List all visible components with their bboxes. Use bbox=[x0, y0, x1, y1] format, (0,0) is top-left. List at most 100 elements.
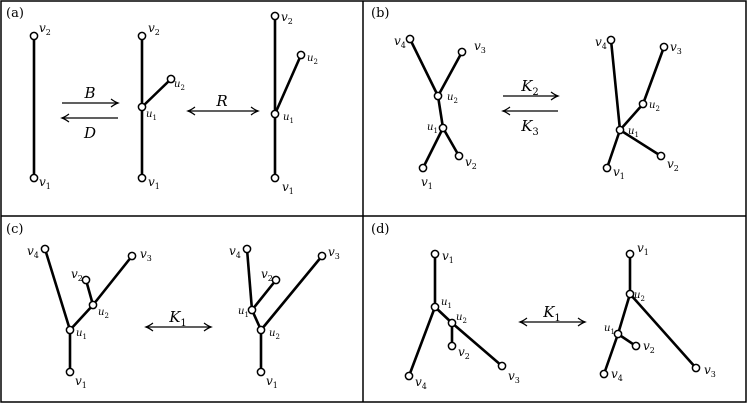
node-v4 bbox=[405, 34, 415, 44]
operation-0: K1 bbox=[144, 308, 213, 332]
label-u2: u2 bbox=[174, 79, 185, 92]
edge-v4-u2 bbox=[408, 37, 440, 98]
node-v1 bbox=[602, 163, 612, 173]
label-v1: v1 bbox=[442, 249, 454, 265]
label-v2: v2 bbox=[465, 155, 477, 171]
label-v2: v2 bbox=[281, 10, 293, 26]
node-v2 bbox=[454, 151, 464, 161]
label-u1: u1 bbox=[427, 122, 438, 135]
node-v4 bbox=[40, 244, 50, 254]
edge-u1-v4 bbox=[602, 332, 620, 376]
operation-label: K1 bbox=[168, 308, 187, 329]
node-u2 bbox=[296, 50, 306, 60]
node-v1 bbox=[418, 163, 428, 173]
label-v1: v1 bbox=[282, 180, 294, 196]
label-v3: v3 bbox=[670, 40, 682, 56]
node-u2 bbox=[625, 289, 635, 299]
operation-1: D bbox=[60, 113, 118, 142]
node-v4 bbox=[242, 244, 252, 254]
node-v2 bbox=[631, 341, 641, 351]
node-v2 bbox=[81, 275, 91, 285]
edge-v3-u2 bbox=[91, 254, 134, 307]
label-v4: v4 bbox=[229, 244, 241, 260]
node-v1 bbox=[256, 367, 266, 377]
label-v4: v4 bbox=[595, 35, 607, 51]
panel-label: (c) bbox=[6, 222, 23, 237]
label-v2: v2 bbox=[261, 267, 273, 283]
node-u1 bbox=[270, 109, 280, 119]
edge-u2-u1 bbox=[68, 303, 95, 332]
node-v1 bbox=[29, 173, 39, 183]
edge-u2-u1 bbox=[616, 292, 632, 336]
node-u2 bbox=[88, 300, 98, 310]
label-v2: v2 bbox=[667, 157, 679, 173]
edge-v3-u2 bbox=[259, 254, 324, 332]
operation-label: K3 bbox=[520, 117, 539, 138]
edge-u2-v3 bbox=[450, 321, 504, 368]
label-v1: v1 bbox=[75, 374, 87, 390]
panel-label: (b) bbox=[371, 6, 389, 21]
node-v2 bbox=[447, 341, 457, 351]
node-v2 bbox=[656, 151, 666, 161]
operation-label: R bbox=[215, 92, 227, 110]
tree-2: v2 u2 u1 v1 bbox=[270, 10, 318, 196]
edge-u2-u1 bbox=[436, 94, 445, 130]
label-v1: v1 bbox=[613, 165, 625, 181]
edge-u1-v4 bbox=[407, 305, 437, 378]
label-u1: u1 bbox=[283, 112, 294, 125]
edge-u2-u1 bbox=[618, 102, 645, 132]
operation-label: D bbox=[83, 124, 96, 142]
node-v1 bbox=[137, 173, 147, 183]
operation-0: K2 bbox=[503, 77, 560, 101]
edge-u1-v2 bbox=[441, 126, 461, 158]
label-v4: v4 bbox=[611, 367, 623, 383]
panel-label: (d) bbox=[371, 222, 389, 237]
edge-v3-u2 bbox=[641, 45, 666, 106]
label-u2: u2 bbox=[307, 53, 318, 66]
label-v3: v3 bbox=[508, 369, 520, 385]
label-v2: v2 bbox=[458, 345, 470, 361]
node-v4 bbox=[599, 369, 609, 379]
edge-v4-u1 bbox=[245, 247, 254, 312]
node-v2 bbox=[29, 31, 39, 41]
node-v3 bbox=[659, 42, 669, 52]
node-v1 bbox=[65, 367, 75, 377]
label-u2: u2 bbox=[649, 100, 660, 113]
node-u1 bbox=[438, 123, 448, 133]
edge-v4-u1 bbox=[609, 38, 622, 132]
label-v1: v1 bbox=[421, 175, 433, 191]
label-u2: u2 bbox=[456, 312, 467, 325]
label-v1: v1 bbox=[148, 175, 160, 191]
node-v4 bbox=[606, 35, 616, 45]
label-v3: v3 bbox=[328, 245, 340, 261]
node-v2 bbox=[270, 11, 280, 21]
label-v3: v3 bbox=[474, 39, 486, 55]
operation-2: R bbox=[186, 92, 260, 116]
node-v3 bbox=[691, 363, 701, 373]
node-v1 bbox=[625, 249, 635, 259]
label-v1: v1 bbox=[266, 374, 278, 390]
label-u1: u1 bbox=[628, 126, 639, 139]
label-v4: v4 bbox=[27, 244, 39, 260]
label-v2: v2 bbox=[643, 339, 655, 355]
edge-u2-v3 bbox=[628, 292, 698, 370]
label-u2: u2 bbox=[447, 92, 458, 105]
node-u2 bbox=[638, 99, 648, 109]
label-u2: u2 bbox=[98, 307, 109, 320]
node-u1 bbox=[430, 302, 440, 312]
node-u1 bbox=[65, 325, 75, 335]
node-v1 bbox=[430, 249, 440, 259]
operation-label: K1 bbox=[542, 303, 561, 324]
node-u2 bbox=[166, 74, 176, 84]
label-v1: v1 bbox=[39, 175, 51, 191]
edge-u1-v1 bbox=[605, 128, 622, 170]
edge-u1-v2 bbox=[250, 278, 278, 312]
label-u1: u1 bbox=[604, 323, 615, 336]
